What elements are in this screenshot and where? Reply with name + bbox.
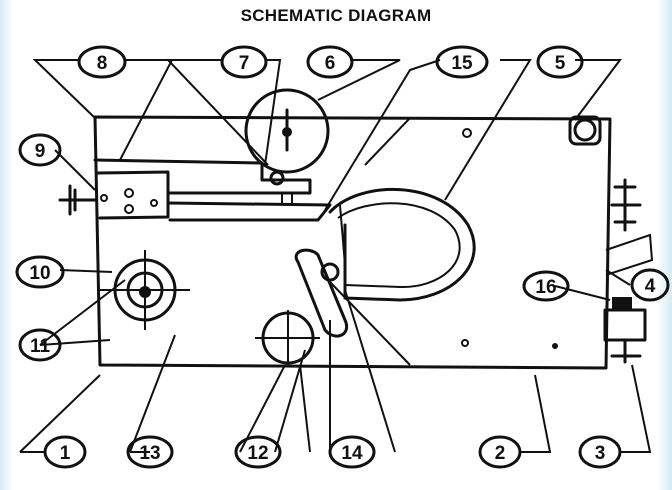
callout-14: 14 — [328, 435, 376, 469]
part-5-block — [568, 115, 602, 146]
svg-text:7: 7 — [239, 53, 250, 74]
hole — [100, 194, 108, 202]
pivot — [320, 262, 340, 282]
callout-4: 4 — [630, 268, 670, 302]
svg-text:5: 5 — [555, 53, 566, 74]
svg-text:11: 11 — [30, 336, 51, 357]
diagram-title: SCHEMATIC DIAGRAM — [240, 6, 432, 25]
main-plate — [93, 115, 612, 370]
svg-text:16: 16 — [535, 277, 556, 298]
hole — [124, 204, 134, 214]
callout-13: 13 — [126, 435, 174, 469]
svg-text:12: 12 — [247, 443, 268, 464]
svg-text:4: 4 — [645, 276, 656, 297]
callout-5: 5 — [536, 45, 584, 79]
svg-text:14: 14 — [341, 443, 363, 464]
dial-gauge — [244, 88, 330, 174]
callout-6: 6 — [306, 45, 354, 79]
svg-text:15: 15 — [451, 53, 473, 74]
svg-text:10: 10 — [29, 263, 50, 284]
svg-text:8: 8 — [97, 53, 108, 74]
plate-9 — [95, 170, 170, 220]
callout-10: 10 — [15, 255, 65, 289]
leader-lines — [19, 59, 652, 453]
callout-9: 9 — [18, 133, 62, 167]
blade-bar — [166, 201, 332, 222]
svg-text:2: 2 — [495, 443, 506, 464]
callout-7: 7 — [220, 45, 268, 79]
callout-15: 15 — [435, 45, 489, 79]
gauge-plunger — [269, 170, 285, 186]
left-screw — [58, 184, 97, 216]
right-screw — [610, 178, 642, 232]
ring-15 — [328, 188, 476, 302]
clamp-knob — [612, 297, 632, 311]
right-clamp — [603, 308, 647, 342]
callout-16: 16 — [522, 270, 570, 302]
svg-text:3: 3 — [595, 443, 606, 464]
callout-2: 2 — [478, 435, 522, 469]
callout-1: 1 — [43, 435, 87, 469]
callout-3: 3 — [578, 435, 622, 469]
arm-14 — [294, 248, 349, 338]
callout-11: 11 — [18, 328, 62, 362]
bracket-8 — [93, 158, 312, 195]
hole — [150, 199, 158, 207]
svg-text:1: 1 — [60, 443, 71, 464]
svg-text:13: 13 — [139, 443, 160, 464]
callout-8: 8 — [77, 45, 127, 79]
svg-text:9: 9 — [35, 141, 46, 162]
callout-12: 12 — [234, 435, 282, 469]
gauge-needle-hub — [282, 127, 292, 137]
hole — [124, 188, 134, 198]
svg-text:6: 6 — [325, 53, 336, 74]
